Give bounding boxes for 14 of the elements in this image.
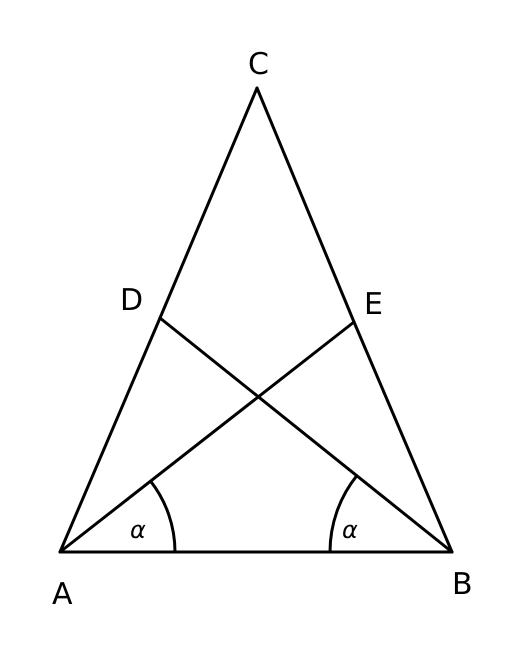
line-segment (58, 320, 356, 554)
vertex-label: B (452, 570, 473, 600)
vertex-label: A (52, 580, 73, 610)
angle-label: α (342, 518, 358, 542)
line-segment (352, 320, 454, 554)
line-segment (58, 316, 162, 554)
vertex-label: E (364, 290, 383, 320)
angle-label: α (130, 518, 146, 542)
line-segment (256, 86, 356, 324)
line-segment (158, 316, 454, 554)
line-segment (158, 86, 258, 320)
vertex-label: D (120, 286, 144, 316)
line-segment (58, 550, 454, 554)
vertex-label: C (248, 50, 269, 80)
